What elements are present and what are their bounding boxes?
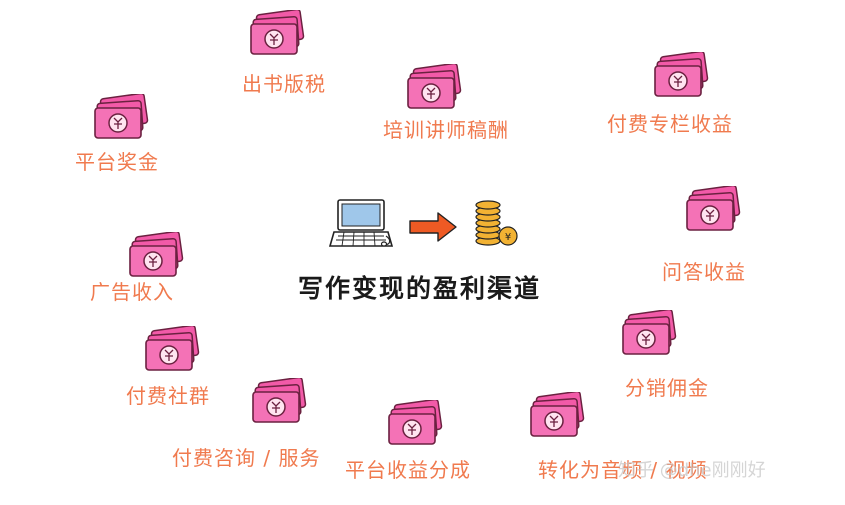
diagram-title: 写作变现的盈利渠道 xyxy=(298,274,542,303)
center-illustration: ¥ xyxy=(328,196,518,250)
banknote-icon xyxy=(94,94,149,139)
channel-label: 问答收益 xyxy=(662,260,746,284)
arrow-right-icon xyxy=(409,212,457,242)
watermark: 知乎 @dhe刚刚好 xyxy=(618,460,766,481)
banknote-icon xyxy=(252,378,307,423)
channel-label: 平台奖金 xyxy=(75,150,159,174)
banknote-icon xyxy=(388,400,443,445)
channel-label: 培训讲师稿酬 xyxy=(383,118,509,142)
banknote-icon xyxy=(622,310,677,355)
channel-label: 转化为音频 / 视频 xyxy=(538,458,708,482)
channel-label: 平台收益分成 xyxy=(345,458,471,482)
channel-label: 付费专栏收益 xyxy=(607,112,733,136)
channel-label: 分销佣金 xyxy=(625,376,709,400)
channel-label: 付费社群 xyxy=(126,384,210,408)
banknote-icon xyxy=(654,52,709,97)
laptop-icon xyxy=(328,199,394,247)
banknote-icon xyxy=(145,326,200,371)
banknote-icon xyxy=(686,186,741,231)
svg-text:¥: ¥ xyxy=(505,232,511,243)
coin-stack-icon: ¥ xyxy=(475,200,518,246)
banknote-icon xyxy=(530,392,585,437)
channel-label: 付费咨询 / 服务 xyxy=(172,446,321,470)
banknote-icon xyxy=(250,10,305,55)
banknote-icon xyxy=(129,232,184,277)
channel-label: 广告收入 xyxy=(90,280,174,304)
banknote-icon xyxy=(407,64,462,109)
channel-label: 出书版税 xyxy=(242,72,326,96)
